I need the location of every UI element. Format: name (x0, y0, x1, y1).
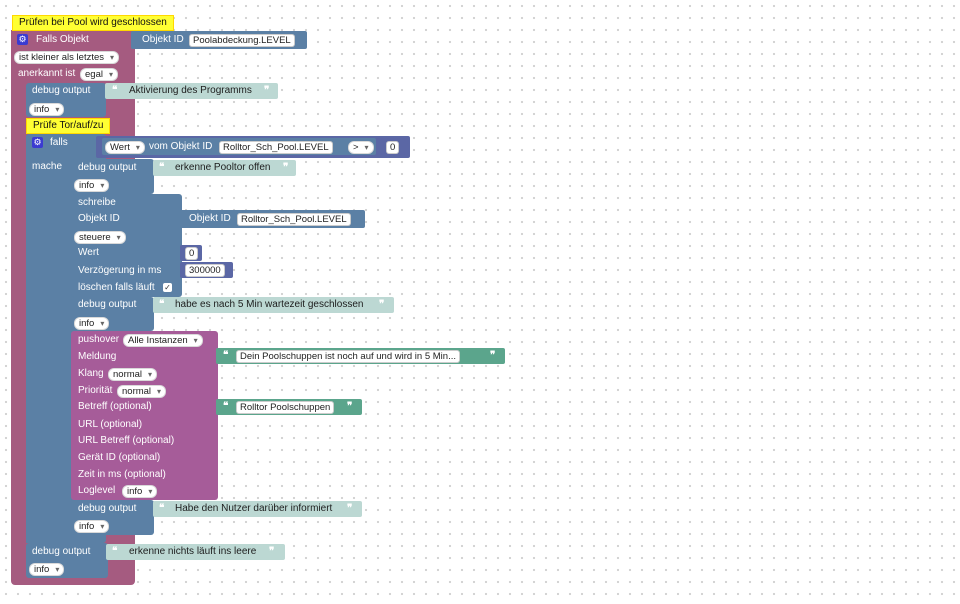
klang-dropdown[interactable]: normal (108, 368, 158, 381)
pushover-title: pushover (78, 334, 120, 345)
text-block[interactable] (105, 83, 278, 99)
schreibe-object-field[interactable]: Rolltor_Sch_Pool.LEVEL (237, 213, 351, 226)
objekt-id-field[interactable]: Poolabdeckung.LEVEL (189, 34, 295, 47)
delay-value-field[interactable]: 300000 (185, 264, 225, 277)
quote-close-icon: ❞ (264, 85, 270, 96)
clear-checkbox[interactable]: ✓ (163, 283, 172, 292)
quote-open-icon: ❝ (159, 503, 165, 514)
quote-close-icon: ❞ (490, 350, 496, 361)
debug-text: Habe den Nutzer darüber informiert (175, 503, 333, 514)
betreff-label: Betreff (optional) (78, 401, 152, 412)
text-block[interactable] (106, 544, 285, 560)
debug-output-label: debug output (78, 503, 137, 514)
quote-close-icon: ❞ (379, 299, 385, 310)
klang-label: Klang (78, 368, 104, 379)
debug-level-dropdown[interactable]: info (74, 179, 110, 192)
main-comment[interactable]: Prüfen bei Pool wird geschlossen (12, 15, 174, 31)
object-field[interactable]: Rolltor_Sch_Pool.LEVEL (219, 141, 333, 154)
vom-objekt-label: vom Objekt ID (149, 141, 213, 152)
condition-dropdown[interactable]: ist kleiner als letztes (14, 51, 120, 64)
quote-open-icon: ❝ (159, 162, 165, 173)
zeit-label: Zeit in ms (optional) (78, 469, 166, 480)
objekt-id-label: Objekt ID (142, 34, 184, 45)
schreibe-title: schreibe (78, 197, 116, 208)
debug-text: erkenne Pooltor offen (175, 162, 271, 173)
falls-label: falls (50, 137, 68, 148)
text-block[interactable] (153, 297, 394, 313)
quote-open-icon: ❝ (159, 299, 165, 310)
wert-label: Wert (78, 247, 99, 258)
gear-icon[interactable]: ⚙ (32, 137, 43, 148)
betreff-text[interactable]: Rolltor Poolschuppen (236, 401, 335, 414)
geraet-label: Gerät ID (optional) (78, 452, 161, 463)
quote-open-icon: ❝ (223, 350, 229, 361)
mache-label: mache (32, 161, 63, 172)
quote-close-icon: ❞ (283, 162, 289, 173)
debug-level-dropdown[interactable]: info (74, 317, 110, 330)
debug-text: erkenne nichts läuft ins leere (129, 546, 257, 557)
compare-value-field[interactable]: 0 (386, 141, 400, 154)
schreibe-block[interactable] (71, 194, 182, 297)
mode-dropdown[interactable]: steuere (74, 231, 126, 244)
objekt-id-inner-label: Objekt ID (189, 213, 231, 224)
schreibe-objekt-id-label: Objekt ID (78, 213, 120, 224)
debug-output-label: debug output (32, 85, 91, 96)
delay-label: Verzögerung in ms (78, 265, 162, 276)
debug-output-label: debug output (32, 546, 91, 557)
anerkannt-label: anerkannt ist (18, 68, 76, 79)
debug-level-dropdown[interactable]: info (29, 563, 65, 576)
wert-value-field[interactable]: 0 (185, 247, 199, 260)
meldung-label: Meldung (78, 351, 117, 362)
loglevel-dropdown[interactable]: info (122, 485, 158, 498)
url-label: URL (optional) (78, 419, 143, 430)
meldung-text[interactable]: Dein Poolschuppen ist noch auf und wird … (236, 350, 460, 363)
url-betreff-label: URL Betreff (optional) (78, 435, 175, 446)
quote-open-icon: ❝ (112, 546, 118, 557)
loglevel-label: Loglevel (78, 485, 116, 496)
inner-comment[interactable]: Prüfe Tor/auf/zu (26, 118, 111, 134)
quote-close-icon: ❞ (347, 503, 353, 514)
debug-text: Aktivierung des Programms (129, 85, 252, 96)
prio-label: Priorität (78, 385, 113, 396)
debug-output-label: debug output (78, 299, 137, 310)
text-block[interactable] (153, 160, 296, 176)
text-block[interactable] (153, 501, 362, 517)
operator-dropdown[interactable]: > (348, 141, 374, 154)
clear-label: löschen falls läuft (78, 282, 155, 293)
quote-open-icon: ❝ (223, 401, 229, 412)
debug-level-dropdown[interactable]: info (74, 520, 110, 533)
falls-objekt-label: Falls Objekt (36, 34, 89, 45)
debug-output-label: debug output (78, 162, 137, 173)
quote-close-icon: ❞ (269, 546, 275, 557)
anerkannt-dropdown[interactable]: egal (80, 68, 118, 81)
wert-dropdown[interactable]: Wert (105, 141, 145, 154)
pushover-block[interactable] (71, 331, 218, 500)
instance-dropdown[interactable]: Alle Instanzen (123, 334, 203, 347)
quote-open-icon: ❝ (112, 85, 118, 96)
prio-dropdown[interactable]: normal (117, 385, 167, 398)
gear-icon[interactable]: ⚙ (17, 34, 28, 45)
quote-close-icon: ❞ (347, 401, 353, 412)
debug-text: habe es nach 5 Min wartezeit geschlossen (175, 299, 364, 310)
debug-level-dropdown[interactable]: info (29, 103, 65, 116)
